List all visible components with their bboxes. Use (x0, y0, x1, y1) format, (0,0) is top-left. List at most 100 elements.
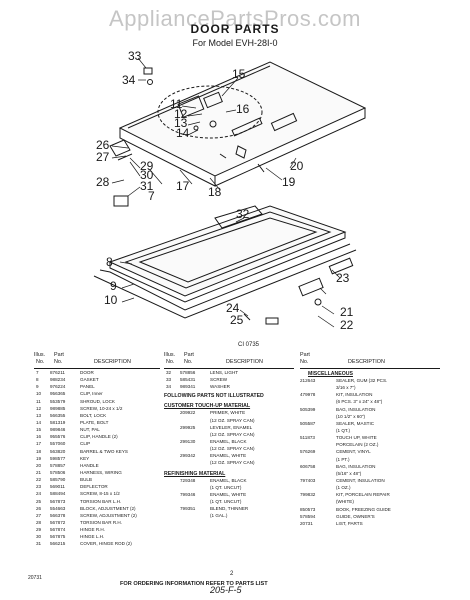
callout-12: 12 (174, 107, 188, 121)
part-description: (6 PCS. 3" x 24" x 48") (336, 399, 383, 405)
refinishing-row: (1 QT. UNCUT) (164, 484, 294, 491)
part-number: 553579 (50, 398, 66, 404)
callout-33: 33 (128, 49, 142, 63)
part-number: 976224 (50, 384, 66, 390)
part-description: GUIDE, OWNER'S (336, 513, 375, 519)
part-number: 566355 (50, 412, 66, 418)
ordering-footer: FOR ORDERING INFORMATION REFER TO PARTS … (120, 581, 268, 587)
part-description: ENAMEL, WHITE (210, 491, 247, 497)
misc-row: (5/16" x 48") (300, 470, 440, 477)
callout-24: 24 (226, 301, 240, 315)
part-description: (1 OZ.) (336, 485, 351, 491)
part-description: TORSION BAR R.H. (80, 519, 123, 525)
callout-11: 11 (170, 97, 183, 111)
illus-number: 13 (36, 412, 42, 418)
part-description: HARNESS, WIRING (80, 469, 122, 475)
part-description: LENS, LIGHT (210, 370, 239, 375)
part-number: 505399 (300, 406, 316, 412)
part-description: PANEL (80, 384, 95, 390)
part-number: 581319 (50, 419, 66, 425)
part-number: 598577 (50, 455, 66, 461)
part-number: 212643 (300, 378, 316, 383)
callout-13: 13 (174, 116, 188, 130)
part-number: 299342 (180, 453, 196, 459)
part-description: SEALER, GUM (32 PCS. (336, 378, 388, 383)
part-description: (1 QT.) (336, 427, 351, 433)
part-number: 876211 (50, 370, 65, 375)
part-description: (1 QT. UNCUT) (210, 498, 242, 504)
touchup-row: (12 OZ. SPRAY CAN) (164, 459, 294, 466)
part-number: 511873 (300, 435, 315, 441)
part-description: HINGE R.H. (80, 527, 106, 533)
misc-row: (WHITE) (300, 498, 440, 505)
part-description: CLIP, HANDLE (2) (80, 434, 118, 440)
part-number: 567873 (50, 498, 66, 504)
callout-14: 14 (176, 126, 190, 140)
misc-title: MISCELLANEOUS (308, 371, 353, 377)
part-number: 576269 (300, 449, 316, 455)
part-description: BLOCK, ADJUSTMENT (2) (80, 505, 136, 511)
part-description: LEVELER, ENAMEL (210, 424, 253, 430)
callout-9: 9 (110, 279, 117, 293)
part-description: DOOR (80, 370, 94, 375)
col2-partno-label: No. (184, 359, 193, 365)
illus-number: 21 (36, 469, 42, 475)
col2-header: Illus. No. Part No. DESCRIPTION (164, 352, 294, 368)
illus-number: 32 (166, 370, 172, 375)
part-number: 299925 (180, 424, 196, 430)
part-description: SCREW, 8-15 x 1/2 (80, 491, 120, 497)
illus-number: 19 (36, 455, 42, 461)
part-description: PLATE, BOLT (80, 419, 109, 425)
illus-number: 33 (166, 377, 172, 383)
illus-number: 30 (36, 534, 42, 540)
not-illustrated-title: FOLLOWING PARTS NOT ILLUSTRATED (164, 393, 264, 400)
touchup-row: (12 OZ. SPRAY CAN) (164, 417, 294, 424)
col2-part-label: Part (184, 352, 194, 358)
part-number: 588494 (50, 491, 66, 497)
col3-part-label: Part (300, 352, 310, 358)
col2-rule (164, 368, 294, 369)
callout-32: 32 (236, 207, 250, 221)
part-description: CEMENT, VINYL (336, 449, 371, 455)
part-number: 729348 (180, 477, 196, 483)
callout-31: 31 (140, 179, 154, 193)
touchup-row: (12 OZ. SPRAY CAN) (164, 445, 294, 452)
illus-number: 27 (36, 512, 42, 518)
exploded-diagram: 33 34 15 11 12 13 14 16 26 27 29 30 28 3… (93, 49, 367, 332)
col3-partno-label: No. (300, 359, 309, 365)
col3-desc-label: DESCRIPTION (348, 359, 385, 365)
misc-row: 3/16 x 7") (300, 384, 440, 391)
part-description: BOLT, LOCK (80, 412, 107, 418)
part-number: 578857 (50, 462, 66, 468)
illus-number: 23 (36, 484, 42, 490)
misc-row: PORCELAIN (2 OZ.) (300, 441, 440, 448)
callout-16: 16 (236, 102, 250, 116)
illus-number: 20 (36, 462, 42, 468)
part-number: 554663 (50, 505, 66, 511)
part-number: 956365 (50, 391, 66, 397)
callout-8: 8 (106, 255, 113, 269)
illus-number: 17 (36, 441, 42, 447)
part-number: 955576 (50, 434, 66, 440)
part-number: 585790 (50, 477, 66, 483)
part-description: (12 OZ. SPRAY CAN) (210, 446, 255, 452)
misc-row: (1 PT.) (300, 456, 440, 463)
callout-26: 26 (96, 138, 110, 152)
part-description: ENAMEL, BLACK (210, 438, 247, 444)
watermark: AppliancePartsPros.com (109, 6, 361, 31)
part-description: (12 OZ. SPRAY CAN) (210, 460, 255, 466)
